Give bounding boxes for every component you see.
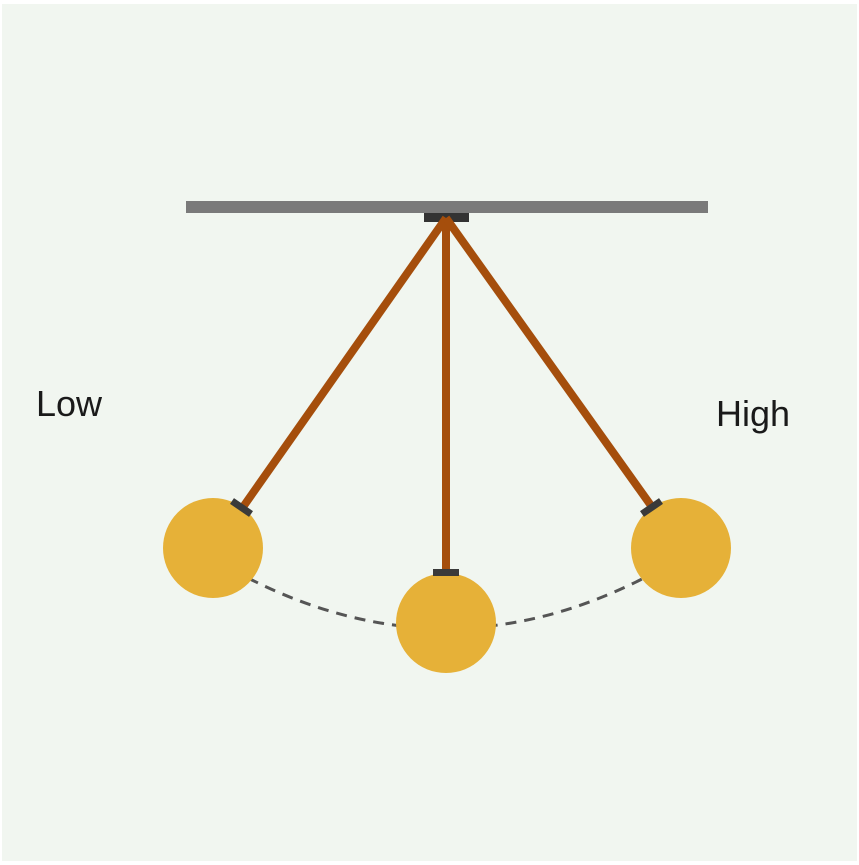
- rod-right: [442, 215, 656, 510]
- pendulum-bob-icon: [631, 498, 731, 598]
- diagram-background: [2, 4, 857, 861]
- pendulum-bob-icon: [163, 498, 263, 598]
- label-high: High: [716, 393, 791, 434]
- label-low: Low: [36, 383, 103, 424]
- swing-path: [247, 576, 645, 630]
- bob-connector-center: [433, 569, 459, 576]
- pendulum-bob-icon: [396, 573, 496, 673]
- pivot-mount: [424, 213, 469, 222]
- ceiling-beam-icon: [186, 201, 708, 213]
- pendulum-diagram: [2, 4, 857, 861]
- bob-connector-right: [640, 498, 663, 517]
- bob-connector-left: [230, 498, 253, 517]
- rod-left: [239, 215, 450, 510]
